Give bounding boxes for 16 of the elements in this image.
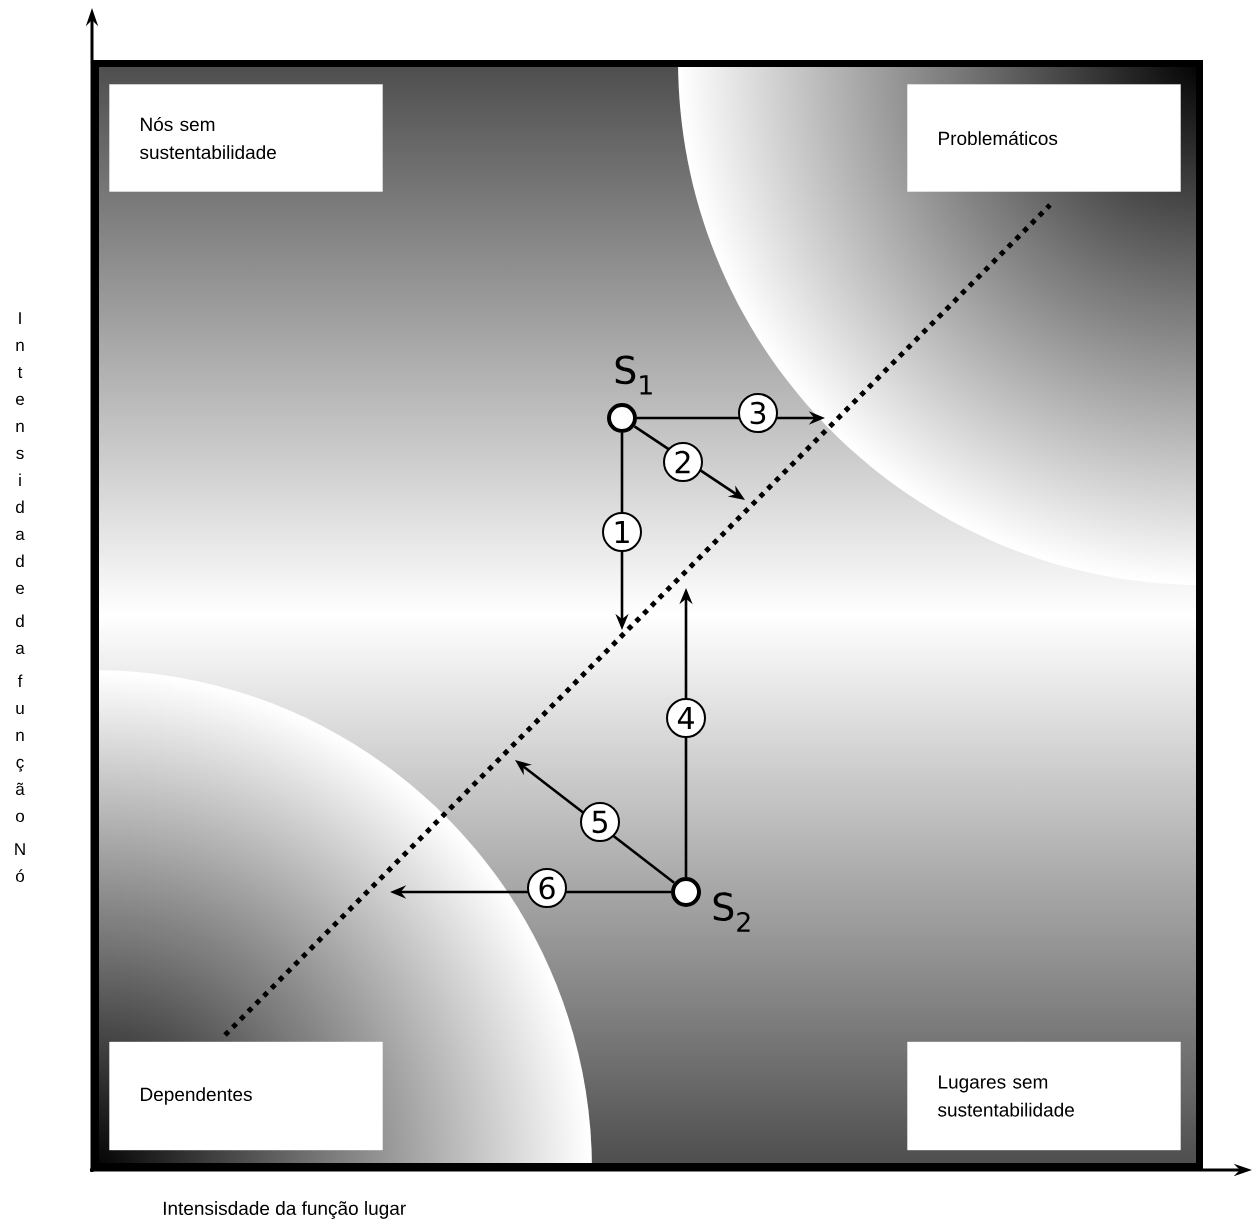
text-box: Nós sem sustentabilidade <box>109 84 383 192</box>
state-label: S$_{1}$ <box>615 355 652 395</box>
edge-label: 6 <box>527 868 567 908</box>
edge-label: 3 <box>738 393 778 433</box>
axis-label: Intensisdade da função lugar <box>163 1201 406 1219</box>
text-box: Problemáticos <box>907 84 1181 192</box>
edge-label: 2 <box>663 442 703 482</box>
text-box: Dependentes <box>109 1041 383 1151</box>
edge-label: 5 <box>580 802 620 842</box>
state-circle <box>671 877 701 907</box>
edge-label: 1 <box>602 512 642 552</box>
text-box: Lugares sem sustentabilidade <box>907 1041 1181 1151</box>
state-label: S$_{2}$ <box>713 892 750 932</box>
axis-label: Intensidade da função Nó <box>15 312 25 883</box>
state-circle <box>607 403 637 433</box>
edge-label: 4 <box>666 698 706 738</box>
